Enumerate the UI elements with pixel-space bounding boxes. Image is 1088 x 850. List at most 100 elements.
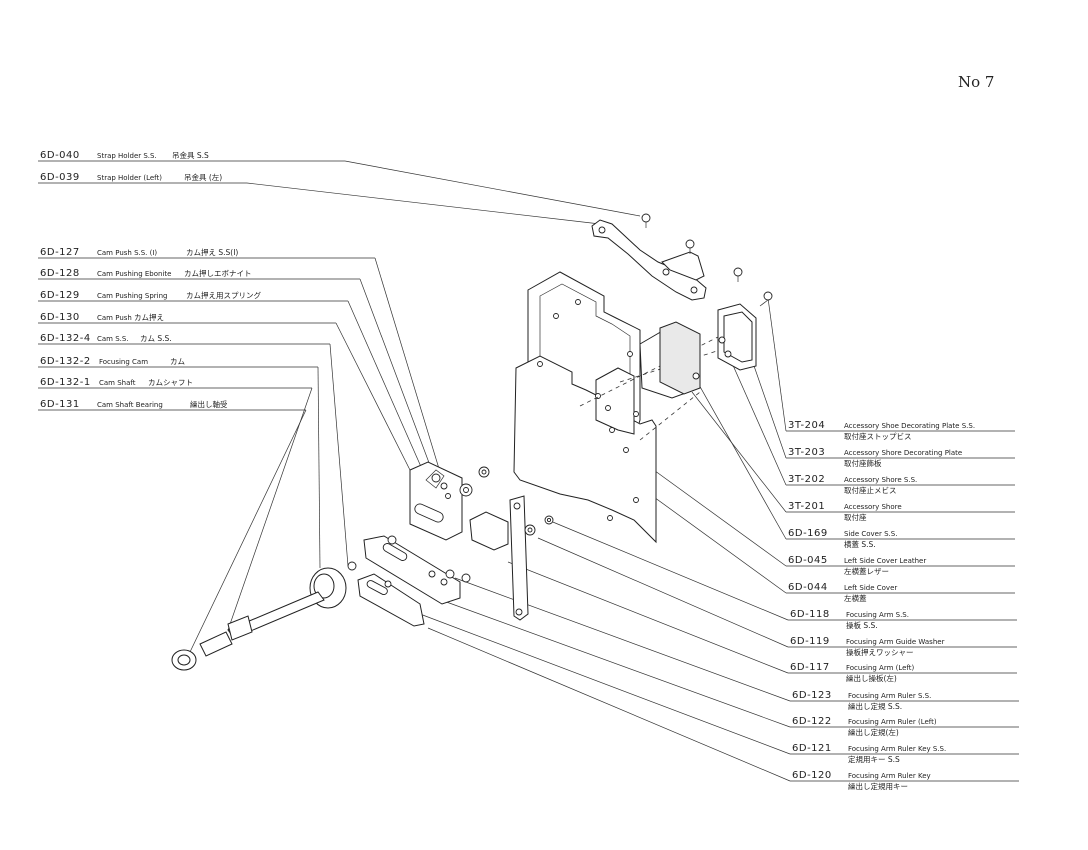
part-number: 6D-119	[790, 636, 830, 647]
sheet-number: No 7	[958, 73, 994, 91]
part-name-jp: カム押しエボナイト	[184, 268, 252, 278]
part-name-en: Left Side Cover Leather	[844, 557, 926, 565]
cam-shaft-drawing	[171, 561, 357, 671]
accessory-shoe-drawing	[659, 291, 773, 395]
callout-3T-203: 3T-203 Accessory Shore Decorating Plate …	[786, 447, 1015, 468]
callout-3T-202: 3T-202 Accessory Shore S.S. 取付座止メビス	[786, 474, 1015, 495]
callout-6D-129: 6D-129 Cam Pushing Spring カム押え用スプリング	[38, 290, 348, 302]
callout-6D-121: 6D-121 Focusing Arm Ruler Key S.S. 定規用キー…	[790, 743, 1019, 764]
leader-line	[691, 391, 787, 513]
focusing-arm-drawing	[509, 495, 554, 621]
part-name-en: Focusing Arm Ruler (Left)	[848, 718, 937, 726]
callout-6D-169: 6D-169 Side Cover S.S. 横蓋 S.S.	[786, 528, 1015, 549]
part-name-jp: 定規用キー S.S	[848, 754, 900, 764]
leader-line	[639, 459, 787, 567]
part-number: 6D-118	[790, 609, 830, 620]
callout-6D-120: 6D-120 Focusing Arm Ruler Key 繰出し定規用キー	[790, 770, 1019, 791]
part-drawings	[171, 213, 773, 671]
part-name-en: Focusing Arm Ruler Key	[848, 772, 931, 780]
part-name-en: Focusing Arm Ruler Key S.S.	[848, 745, 946, 753]
part-number: 6D-123	[792, 690, 832, 701]
leader-line	[317, 366, 321, 569]
part-name-jp: 繰出し定規 S.S.	[848, 701, 902, 711]
leader-lines	[189, 160, 791, 782]
part-name-en: Cam Shaft	[99, 379, 136, 387]
part-name-en: Focusing Cam	[99, 358, 148, 366]
part-name-en: Accessory Shore Decorating Plate	[844, 449, 962, 457]
part-name-en: Strap Holder (Left)	[97, 174, 162, 182]
part-number: 6D-117	[790, 662, 830, 673]
part-number: 6D-039	[40, 172, 80, 183]
part-number: 3T-203	[788, 447, 825, 458]
part-name-en: Accessory Shore S.S.	[844, 476, 917, 484]
callout-6D-122: 6D-122 Focusing Arm Ruler (Left) 繰出し定規(左…	[790, 716, 1019, 737]
callout-3T-201: 3T-201 Accessory Shore 取付座	[786, 501, 1015, 522]
part-name-jp: 横蓋 S.S.	[844, 539, 876, 549]
callout-6D-132-2: 6D-132-2 Focusing Cam カム	[38, 356, 318, 368]
part-name-jp: 繰出し軸受	[190, 399, 228, 409]
leader-line	[767, 297, 787, 432]
callout-6D-128: 6D-128 Cam Pushing Ebonite カム押しエボナイト	[38, 268, 360, 280]
callout-6D-044: 6D-044 Left Side Cover 左横蓋	[786, 582, 1015, 603]
focusing-arm-ruler-drawing	[357, 535, 471, 627]
leader-line	[189, 409, 307, 653]
part-name-en: Cam Pushing Ebonite	[97, 270, 171, 278]
leader-line	[727, 353, 787, 486]
leader-line	[547, 519, 789, 621]
leader-line	[537, 537, 789, 648]
leader-line	[347, 300, 434, 495]
part-number: 6D-132-1	[40, 377, 91, 388]
callout-6D-118: 6D-118 Focusing Arm S.S. 操板 S.S.	[788, 609, 1017, 630]
part-name-jp: 繰出し定規(左)	[848, 727, 899, 737]
leader-line	[359, 278, 438, 485]
leader-line	[454, 577, 791, 702]
part-name-jp: 操板押えワッシャー	[846, 647, 914, 657]
leader-line	[419, 613, 791, 755]
part-number: 6D-127	[40, 247, 80, 258]
leader-line	[440, 599, 791, 728]
part-number: 6D-131	[40, 399, 80, 410]
screw-icon	[759, 291, 773, 307]
part-name-en: Focusing Arm Ruler S.S.	[848, 692, 931, 700]
part-number: 6D-045	[788, 555, 828, 566]
callout-6D-131: 6D-131 Cam Shaft Bearing 繰出し軸受	[38, 399, 306, 411]
screw-icon	[641, 213, 651, 228]
leader-line	[374, 257, 441, 473]
part-name-en: Accessory Shore	[844, 503, 902, 511]
right-callouts: 3T-204 Accessory Shoe Decorating Plate S…	[786, 420, 1019, 791]
part-number: 6D-169	[788, 528, 828, 539]
part-name-jp: 吊金具 (左)	[184, 172, 222, 182]
part-name-jp: カム押え S.S(I)	[186, 247, 238, 257]
leader-line	[227, 387, 313, 631]
part-name-jp: 取付座	[844, 512, 867, 522]
part-name-en: Focusing Arm S.S.	[846, 611, 909, 619]
callout-6D-130: 6D-130 Cam Push カム押え	[38, 312, 336, 324]
part-name-jp: カム押え	[134, 312, 164, 322]
leader-line	[427, 627, 791, 782]
leader-line	[335, 322, 415, 479]
callout-6D-117: 6D-117 Focusing Arm (Left) 繰出し操板(左)	[788, 662, 1017, 683]
part-number: 6D-120	[792, 770, 832, 781]
part-name-jp: 吊金具 S.S	[172, 150, 209, 160]
callout-6D-039: 6D-039 Strap Holder (Left) 吊金具 (左)	[38, 172, 247, 184]
part-name-en: Focusing Arm Guide Washer	[846, 638, 945, 646]
part-number: 6D-132-2	[40, 356, 91, 367]
screw-icon	[733, 267, 743, 282]
cam-push-drawing	[409, 461, 509, 551]
part-number: 3T-201	[788, 501, 825, 512]
part-name-jp: 取付座止メビス	[844, 485, 897, 495]
part-name-en: Accessory Shoe Decorating Plate S.S.	[844, 422, 975, 430]
part-name-jp: カムシャフト	[148, 378, 193, 387]
callout-3T-204: 3T-204 Accessory Shoe Decorating Plate S…	[786, 420, 1015, 441]
part-number: 6D-040	[40, 150, 80, 161]
part-name-en: Cam S.S.	[97, 335, 129, 343]
callout-6D-123: 6D-123 Focusing Arm Ruler S.S. 繰出し定規 S.S…	[790, 690, 1019, 711]
part-name-jp: 取付座ストップビス	[844, 431, 912, 441]
leader-line	[507, 561, 789, 674]
callout-6D-132-4: 6D-132-4 Cam S.S. カム S.S.	[38, 333, 330, 345]
part-name-en: Strap Holder S.S.	[97, 152, 157, 160]
part-name-jp: 繰出し定規用キー	[848, 781, 908, 791]
part-number: 6D-044	[788, 582, 828, 593]
part-number: 6D-128	[40, 268, 80, 279]
